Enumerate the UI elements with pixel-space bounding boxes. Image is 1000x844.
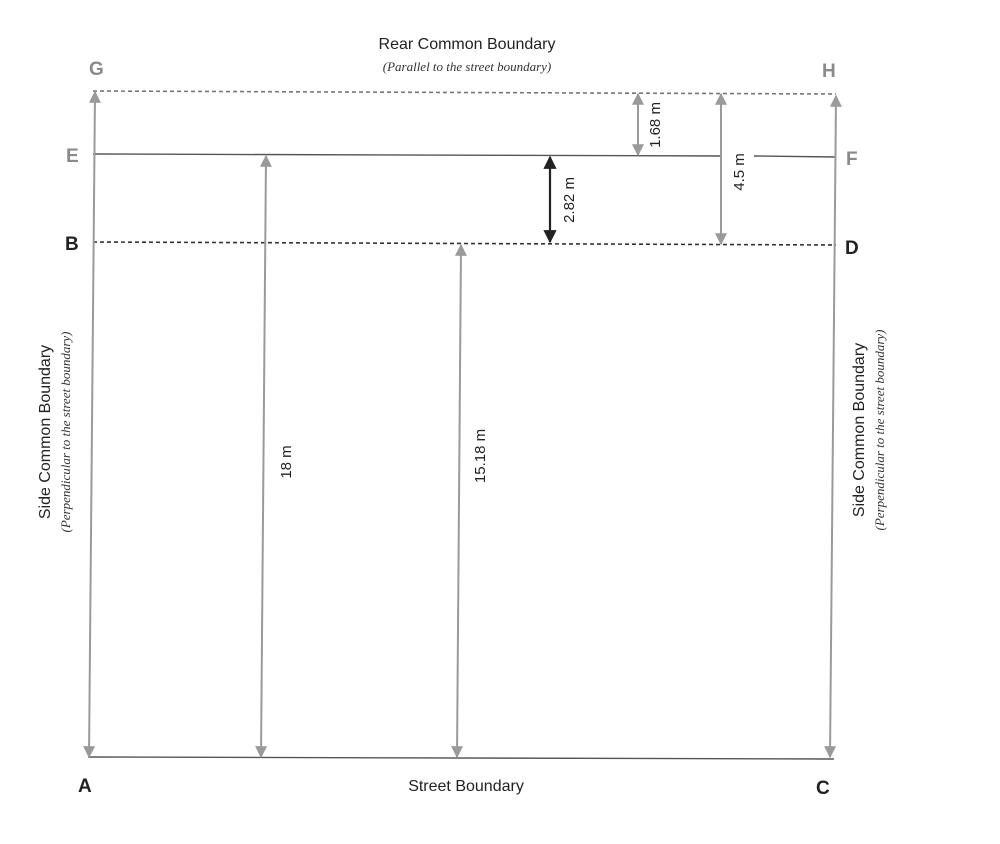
line-ef-right — [753, 155, 837, 158]
point-label-b: B — [65, 234, 79, 255]
dim-label-15-18: 15.18 m — [472, 429, 489, 483]
point-label-a: A — [78, 776, 92, 797]
right-side-boundary-subtitle: (Perpendicular to the street boundary) — [872, 330, 887, 531]
dim-label-4-5: 4.5 m — [731, 153, 748, 191]
point-label-h: H — [822, 61, 836, 82]
street-boundary-line-ac — [87, 756, 835, 760]
point-label-d: D — [845, 238, 859, 259]
street-boundary-title: Street Boundary — [408, 778, 524, 795]
point-label-e: E — [66, 146, 79, 167]
line-bd — [92, 241, 837, 246]
dim-label-2-82: 2.82 m — [561, 177, 578, 223]
line-ef — [92, 153, 723, 157]
point-label-g: G — [89, 59, 104, 80]
rear-boundary-subtitle: (Parallel to the street boundary) — [383, 59, 552, 74]
left-side-boundary-arrow — [83, 90, 101, 759]
dim-arrow-18 — [255, 154, 272, 759]
rear-boundary-title: Rear Common Boundary — [379, 36, 556, 53]
point-label-c: C — [816, 778, 830, 799]
right-side-boundary-title: Side Common Boundary — [851, 343, 868, 517]
left-side-boundary-subtitle: (Perpendicular to the street boundary) — [58, 332, 73, 533]
dim-label-1-68: 1.68 m — [647, 102, 664, 148]
dim-label-18: 18 m — [278, 445, 295, 478]
right-side-boundary-arrow — [824, 94, 842, 759]
left-side-boundary-title: Side Common Boundary — [37, 345, 54, 519]
point-label-f: F — [846, 149, 858, 170]
dim-arrow-15-18 — [451, 243, 467, 759]
rear-boundary-line-gh — [92, 90, 837, 95]
